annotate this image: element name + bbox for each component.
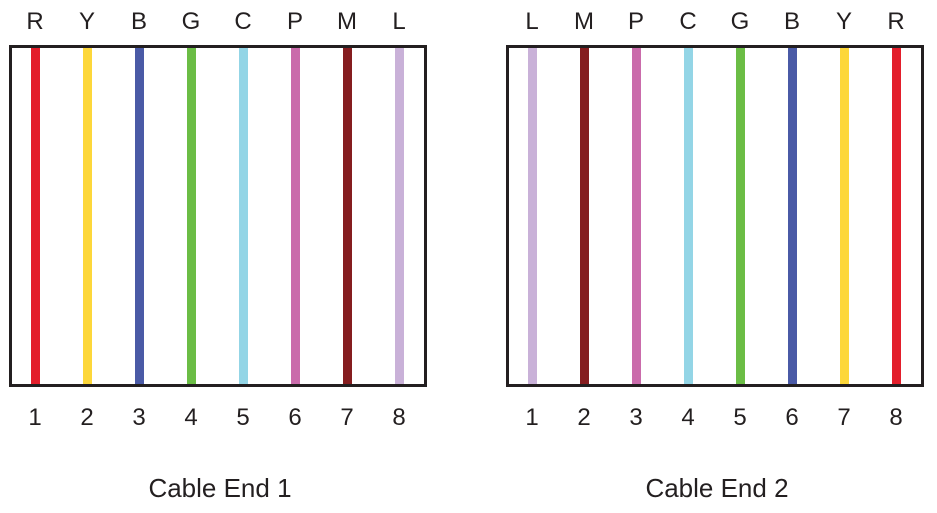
pin-number-label: 6 — [785, 404, 799, 431]
wire-1 — [527, 48, 537, 384]
color-code-label: Y — [78, 8, 95, 35]
cable-end-1-panel: R Y B G C P M L 1 2 3 4 5 6 7 8 Cable End 1 — [0, 0, 440, 513]
color-code-label: M — [337, 8, 357, 35]
wire-8 — [394, 48, 404, 384]
pin-number-label: 3 — [132, 404, 146, 431]
color-code-label: C — [234, 8, 252, 35]
wire-4 — [683, 48, 693, 384]
pin-number-label: 8 — [889, 404, 903, 431]
pin-number-label: 8 — [392, 404, 406, 431]
color-code-label: Y — [835, 8, 852, 35]
wire-2 — [82, 48, 92, 384]
pin-number-label: 2 — [577, 404, 591, 431]
pin-number-label: 6 — [288, 404, 302, 431]
pin-number-label: 5 — [733, 404, 747, 431]
wire-7 — [342, 48, 352, 384]
wire-7 — [839, 48, 849, 384]
color-code-label: G — [181, 8, 201, 35]
cable-end-caption: Cable End 1 — [148, 473, 292, 503]
pin-number-label: 7 — [340, 404, 354, 431]
color-code-label: P — [286, 8, 303, 35]
wire-5 — [735, 48, 745, 384]
wire-6 — [290, 48, 300, 384]
cable-end-caption: Cable End 2 — [645, 473, 789, 503]
color-code-label: M — [574, 8, 594, 35]
color-code-label: G — [730, 8, 750, 35]
color-code-label: L — [392, 8, 406, 35]
wire-8 — [891, 48, 901, 384]
pin-number-label: 4 — [681, 404, 695, 431]
connector-box — [506, 45, 924, 387]
cable-end-2-panel: L M P C G B Y R 1 2 3 4 5 6 7 8 Cable End 2 — [497, 0, 937, 513]
pin-number-label: 7 — [837, 404, 851, 431]
wire-5 — [238, 48, 248, 384]
pin-number-label: 5 — [236, 404, 250, 431]
wire-1 — [30, 48, 40, 384]
wire-3 — [631, 48, 641, 384]
wire-4 — [186, 48, 196, 384]
pin-number-label: 2 — [80, 404, 94, 431]
color-code-label: R — [887, 8, 905, 35]
wire-2 — [579, 48, 589, 384]
pin-number-label: 1 — [28, 404, 42, 431]
color-code-label: B — [783, 8, 800, 35]
color-code-label: C — [679, 8, 697, 35]
color-code-label: B — [130, 8, 147, 35]
color-code-label: R — [26, 8, 44, 35]
pin-number-label: 3 — [629, 404, 643, 431]
color-code-label: L — [525, 8, 539, 35]
pin-number-label: 1 — [525, 404, 539, 431]
wire-3 — [134, 48, 144, 384]
connector-box — [9, 45, 427, 387]
pin-number-label: 4 — [184, 404, 198, 431]
color-code-label: P — [627, 8, 644, 35]
wire-6 — [787, 48, 797, 384]
